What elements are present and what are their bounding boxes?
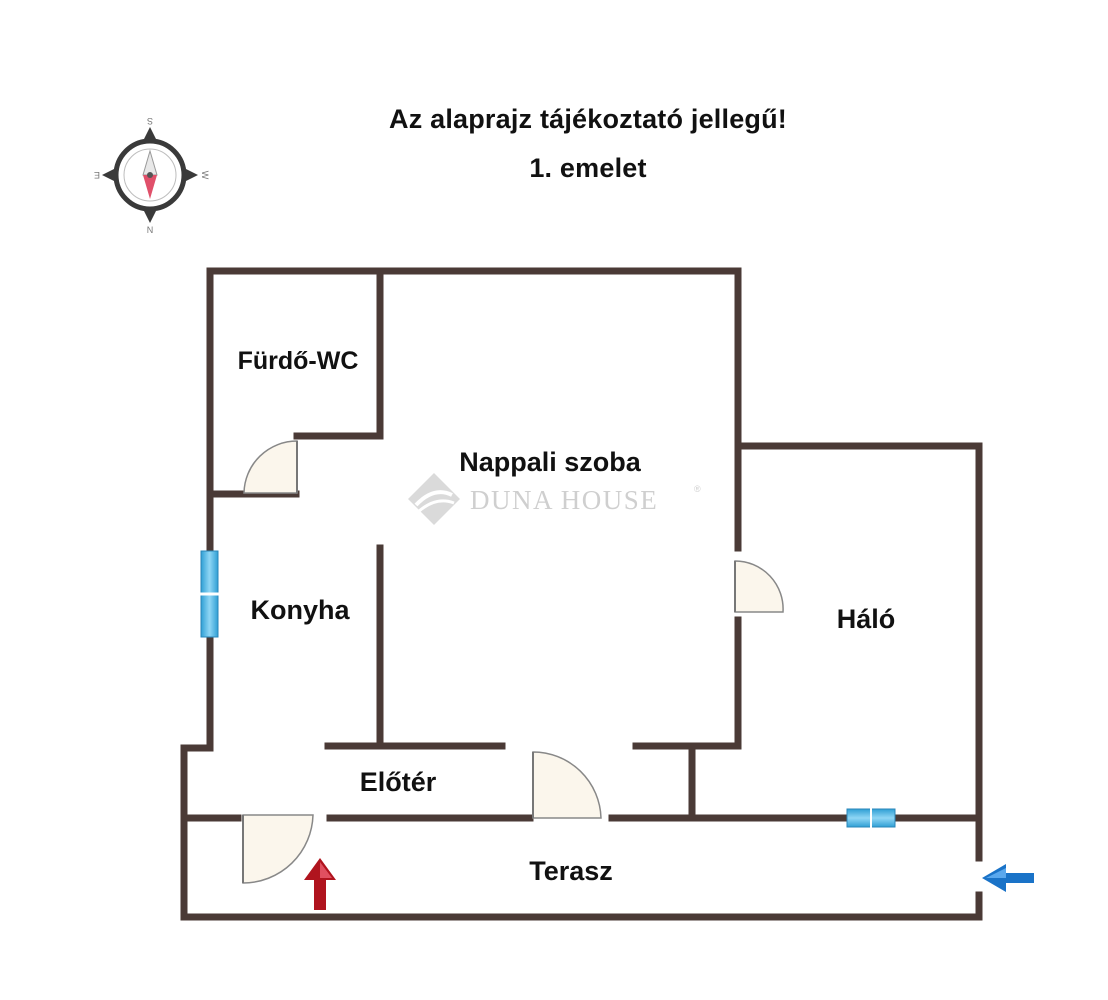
compass-west-label: W xyxy=(200,171,210,180)
bathroom-door xyxy=(243,440,298,494)
room-label-bedroom: Háló xyxy=(837,604,896,634)
room-label-kitchen: Konyha xyxy=(250,595,350,625)
bedroom-window xyxy=(846,807,896,829)
room-label-terrace: Terasz xyxy=(529,856,613,886)
disclaimer-title: Az alaprajz tájékoztató jellegű! xyxy=(389,104,787,134)
compass-south-label: S xyxy=(147,116,153,126)
walls xyxy=(180,267,983,921)
entrance-arrow-icon xyxy=(304,858,336,910)
kitchen-window xyxy=(199,550,220,638)
entrance-door xyxy=(242,814,314,884)
terrace-arrow-icon xyxy=(982,864,1034,892)
room-label-living-room: Nappali szoba xyxy=(459,447,642,477)
watermark-registered-mark: ® xyxy=(694,484,701,494)
duna-house-logo-icon xyxy=(408,473,460,525)
compass-icon: S N E W xyxy=(94,116,210,235)
watermark: Duna House ® xyxy=(408,473,701,525)
floor-label: 1. emelet xyxy=(529,153,647,183)
compass-east-label: E xyxy=(94,170,100,180)
watermark-brand: Duna House xyxy=(470,485,658,515)
room-label-hall: Előtér xyxy=(360,767,437,797)
compass-north-label: N xyxy=(147,225,154,235)
hall-door xyxy=(532,751,602,819)
bedroom-door xyxy=(734,560,784,613)
room-label-bathroom: Fürdő-WC xyxy=(238,347,359,375)
